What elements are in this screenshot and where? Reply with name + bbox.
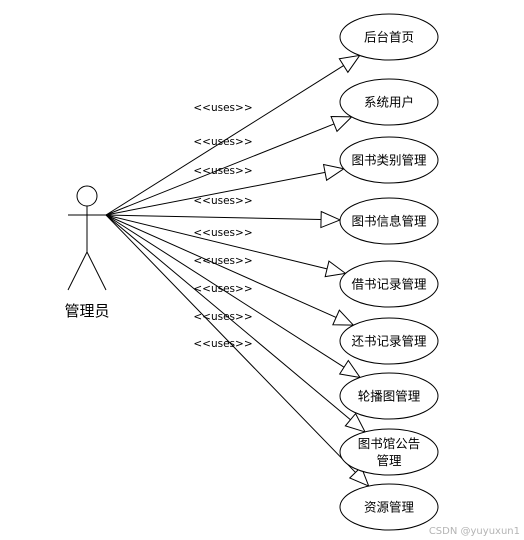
use-case-ellipse (339, 136, 439, 184)
use-case-ellipse (339, 78, 439, 126)
association-arrowhead (324, 260, 347, 278)
use-case-ellipse (339, 372, 439, 420)
actor-head (76, 185, 98, 207)
association-line (105, 214, 328, 270)
uses-label: <<uses>> (193, 102, 252, 114)
uses-label: <<uses>> (193, 283, 252, 295)
association-arrowhead (320, 210, 342, 229)
association-arrowhead (344, 412, 367, 433)
use-case-label: 系统用户 (364, 95, 414, 110)
actor-left-leg (67, 251, 88, 291)
use-case-ellipse (339, 197, 439, 245)
use-case-label: 资源管理 (364, 500, 415, 515)
use-case: 轮播图管理 (339, 372, 439, 420)
use-case-label: 后台首页 (364, 30, 414, 45)
use-case: 资源管理 (339, 483, 439, 531)
uses-label: <<uses>> (193, 195, 252, 207)
association-line (105, 123, 335, 216)
association-arrowhead (338, 359, 362, 379)
association-line (105, 214, 356, 473)
use-case-ellipse (339, 260, 439, 308)
association-arrowhead (338, 54, 361, 74)
use-case-label: 借书记录管理 (351, 277, 427, 292)
use-case-label: 图书信息管理 (351, 214, 427, 229)
association-line (105, 171, 326, 216)
uses-label: <<uses>> (193, 255, 252, 267)
association-arrowhead (322, 163, 345, 182)
uses-label: <<uses>> (193, 165, 252, 177)
association-line (105, 214, 351, 421)
use-case-ellipse (339, 13, 439, 61)
use-case-ellipse (339, 428, 439, 476)
actor-figure: 管理员 (64, 185, 110, 320)
use-case-ellipse (339, 483, 439, 531)
uses-label: <<uses>> (193, 311, 252, 323)
association-arrowhead (330, 116, 353, 133)
association-line (105, 214, 322, 221)
use-case: 图书类别管理 (339, 136, 439, 184)
uses-label: <<uses>> (193, 136, 252, 148)
association-line (105, 214, 345, 368)
uses-label: <<uses>> (193, 227, 252, 239)
use-case: 图书信息管理 (339, 197, 439, 245)
use-case-label: 图书类别管理 (351, 153, 427, 168)
use-case: 后台首页 (339, 13, 439, 61)
use-case: 借书记录管理 (339, 260, 439, 308)
association-arrowhead (348, 465, 370, 487)
association-line (105, 65, 344, 216)
uses-label: <<uses>> (193, 338, 252, 350)
watermark: CSDN @yuyuxun1 (428, 526, 520, 537)
use-case-label: 管理 (376, 453, 402, 468)
use-case: 还书记录管理 (339, 317, 439, 365)
use-case: 系统用户 (339, 78, 439, 126)
association-arrowhead (332, 309, 355, 326)
actor-right-leg (86, 251, 107, 291)
use-case-label: 还书记录管理 (351, 334, 427, 349)
actor-name: 管理员 (64, 302, 109, 320)
use-case-ellipse (339, 317, 439, 365)
use-case-label: 图书馆公告 (358, 436, 421, 451)
use-case-label: 轮播图管理 (358, 389, 421, 404)
association-line (105, 214, 337, 318)
